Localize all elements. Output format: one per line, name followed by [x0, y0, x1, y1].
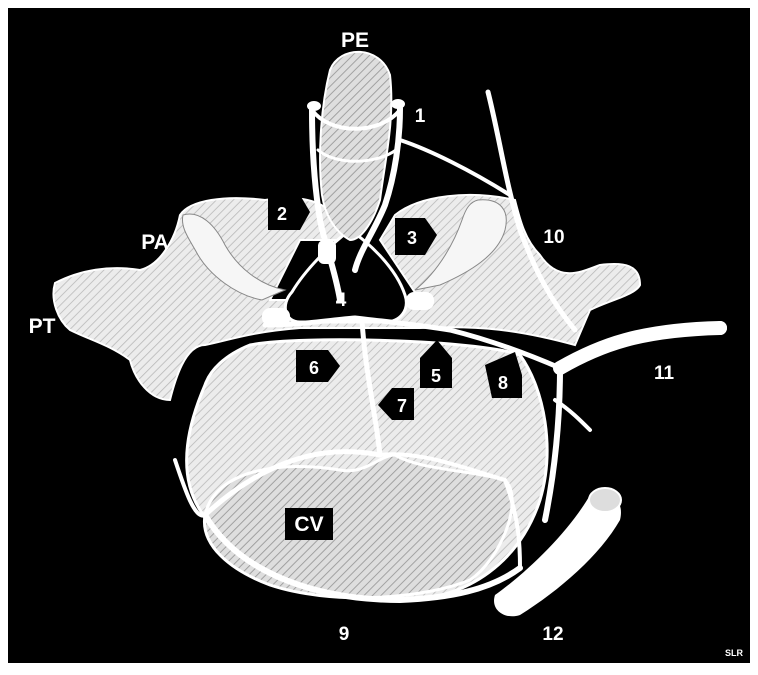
artist-signature: SLR	[725, 648, 744, 658]
label-11: 11	[654, 363, 675, 384]
centrum-region	[204, 455, 512, 598]
label-pt: PT	[29, 315, 56, 338]
label-9: 9	[339, 624, 350, 645]
vessel-end-11	[713, 321, 727, 335]
vessel-stub-center	[318, 240, 336, 264]
vessel-stub-right	[406, 292, 434, 310]
label-4: 4	[336, 290, 347, 311]
label-10: 10	[543, 227, 564, 248]
arrow-label-6: 6	[309, 358, 319, 378]
vessel-end-right	[391, 99, 405, 109]
vessel-12-lumen	[589, 488, 621, 512]
arrow-label-2: 2	[277, 204, 287, 224]
label-pa: PA	[141, 231, 169, 254]
arrow-label-8: 8	[498, 373, 508, 393]
vessel-end-left	[307, 101, 321, 111]
arrow-label-3: 3	[407, 228, 417, 248]
arrow-label-7: 7	[397, 396, 407, 416]
label-12: 12	[542, 624, 563, 645]
vessel-stub-left	[262, 308, 290, 326]
arrow-label-5: 5	[431, 366, 441, 386]
label-cv: CV	[294, 513, 323, 536]
label-1: 1	[415, 106, 426, 127]
label-pe: PE	[341, 29, 369, 52]
